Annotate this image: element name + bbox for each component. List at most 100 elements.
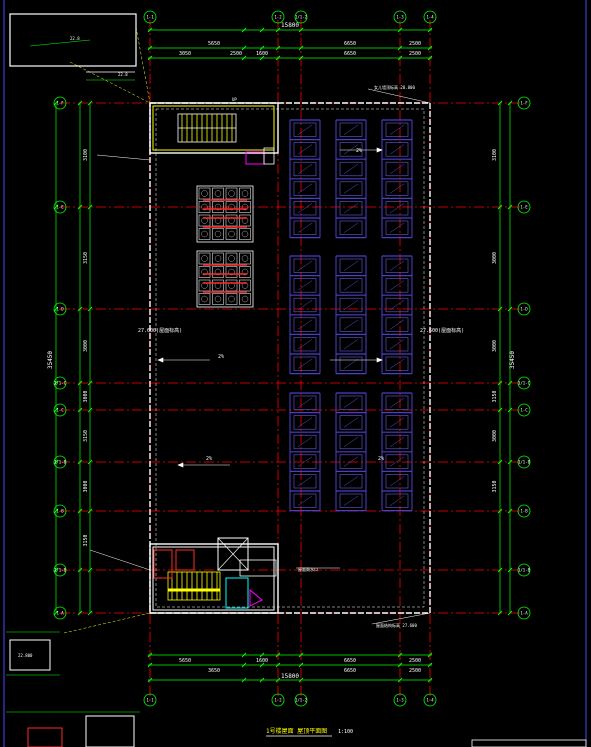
grid-bubble: 1/1-B	[53, 455, 67, 469]
grid-bubble-label: 1-4	[426, 15, 434, 20]
grid-bubble: 1/1-C	[53, 376, 67, 390]
solar-panel	[339, 474, 363, 489]
inset-top-elev-2: 22.8	[118, 72, 128, 77]
grid-bubble: 1/1-2	[294, 693, 308, 707]
grid-bubble: 1-F	[53, 96, 67, 110]
solar-panel	[339, 356, 363, 371]
grid-bubble: 1-C	[53, 403, 67, 417]
grid-bubble: 1-A	[517, 606, 531, 620]
grid-bubble-label: 1/1-B	[54, 460, 67, 465]
grid-bubble: 1-4	[423, 10, 437, 24]
dimension-value: 3000	[83, 480, 89, 492]
grid-bubble-label: 1-F	[520, 101, 528, 106]
solar-panel	[339, 493, 363, 508]
slope-note-4: 2%	[378, 456, 384, 462]
solar-panel	[385, 395, 409, 410]
grid-bubble: 1-D	[53, 302, 67, 316]
solar-panel	[293, 142, 317, 157]
grid-bubble: 1-D	[517, 302, 531, 316]
solar-panel	[339, 161, 363, 177]
dimension-value: 3150	[83, 534, 89, 546]
dimension-value: 2500	[409, 51, 421, 57]
dimension-value: 2500	[409, 41, 421, 47]
solar-array-column	[335, 119, 367, 239]
grid-bubble: 1-E	[517, 200, 531, 214]
grid-bubble: 1/1-B	[517, 563, 531, 577]
grid-bubble-label: 1-2	[274, 698, 282, 703]
dimension-value: 3000	[492, 430, 498, 442]
dimension-value: 3150	[83, 430, 89, 442]
solar-panel	[385, 122, 409, 137]
dimension-value: 2500	[409, 668, 421, 674]
slope-note-2: 2%	[356, 148, 362, 154]
grid-bubble: 1-A	[53, 606, 67, 620]
solar-panel	[385, 161, 409, 177]
solar-panel	[385, 474, 409, 489]
grid-bubble-label: 1-1	[146, 15, 154, 20]
solar-panel	[339, 317, 363, 332]
grid-bubble: 1/1-B	[517, 455, 531, 469]
dimension-value: 6650	[344, 658, 356, 664]
solar-panel	[293, 395, 317, 410]
dimension-lines	[55, 29, 511, 681]
grid-bubble: 1-C	[517, 403, 531, 417]
grid-bubble-label: 1-A	[520, 611, 528, 616]
solar-panel	[293, 297, 317, 313]
elev-bottom-right: 屋面结构标高 27.600	[376, 622, 417, 628]
solar-panel	[385, 181, 409, 196]
dimension-value: 5650	[179, 658, 191, 664]
dim-right-overall: 35450	[509, 351, 516, 369]
solar-panel	[385, 317, 409, 332]
solar-panel	[385, 220, 409, 235]
dimension-ticks	[53, 27, 513, 683]
solar-panel	[293, 278, 317, 293]
dimension-value: 3000	[492, 340, 498, 352]
detail-inset-top: 22.8 22.8	[9, 13, 137, 81]
solar-array-column	[289, 255, 321, 375]
building-outline	[149, 102, 431, 614]
solar-panel	[293, 220, 317, 235]
solar-array-column	[335, 392, 367, 512]
grid-bubble-label: 1-3	[396, 698, 404, 703]
title-block: 1号楼屋面 屋顶平面图 1:100	[266, 727, 587, 747]
grid-bubble: 1-B	[517, 504, 531, 518]
dimension-value: 3650	[208, 668, 220, 674]
corner-note: 女儿墙顶标高 28.800	[374, 84, 415, 90]
grid-bubble: 1/1-C	[517, 376, 531, 390]
solar-array-column	[381, 392, 413, 512]
drawing-scale: 1:100	[338, 729, 353, 735]
solar-panel	[293, 181, 317, 196]
grid-bubble: 1-1	[143, 693, 157, 707]
slope-arrows	[157, 147, 383, 468]
grid-bubble-label: 1-1	[146, 698, 154, 703]
parapet-line	[155, 108, 425, 608]
solar-panel	[339, 258, 363, 273]
solar-panel-arrays	[289, 119, 413, 512]
solar-panel	[293, 161, 317, 177]
dimension-value: 2500	[409, 658, 421, 664]
solar-panel	[339, 122, 363, 137]
grid-bubble: 1-3	[393, 10, 407, 24]
grid-bubble-label: 1-D	[56, 307, 64, 312]
solar-array-column	[289, 392, 321, 512]
grid-bubble-label: 1-E	[56, 205, 64, 210]
detail-inset-bottom: 22.800	[6, 631, 140, 747]
grid-bubble-label: 1/1-B	[518, 568, 531, 573]
grid-bubble: 1-E	[53, 200, 67, 214]
dimension-value: 3150	[492, 480, 498, 492]
solar-panel	[385, 142, 409, 157]
solar-panel	[385, 201, 409, 216]
solar-panel	[339, 434, 363, 450]
grid-bubble-label: 1/1-2	[295, 698, 308, 703]
solar-array-column	[381, 255, 413, 375]
grid-bubble-label: 1-4	[426, 698, 434, 703]
solar-panel	[293, 201, 317, 216]
grid-bubble: 1-3	[393, 693, 407, 707]
grid-bubble: 1-B	[53, 504, 67, 518]
dimension-value: 3050	[179, 51, 191, 57]
solar-panel	[293, 317, 317, 332]
solar-panel	[293, 454, 317, 469]
dimension-value: 1600	[256, 658, 268, 664]
